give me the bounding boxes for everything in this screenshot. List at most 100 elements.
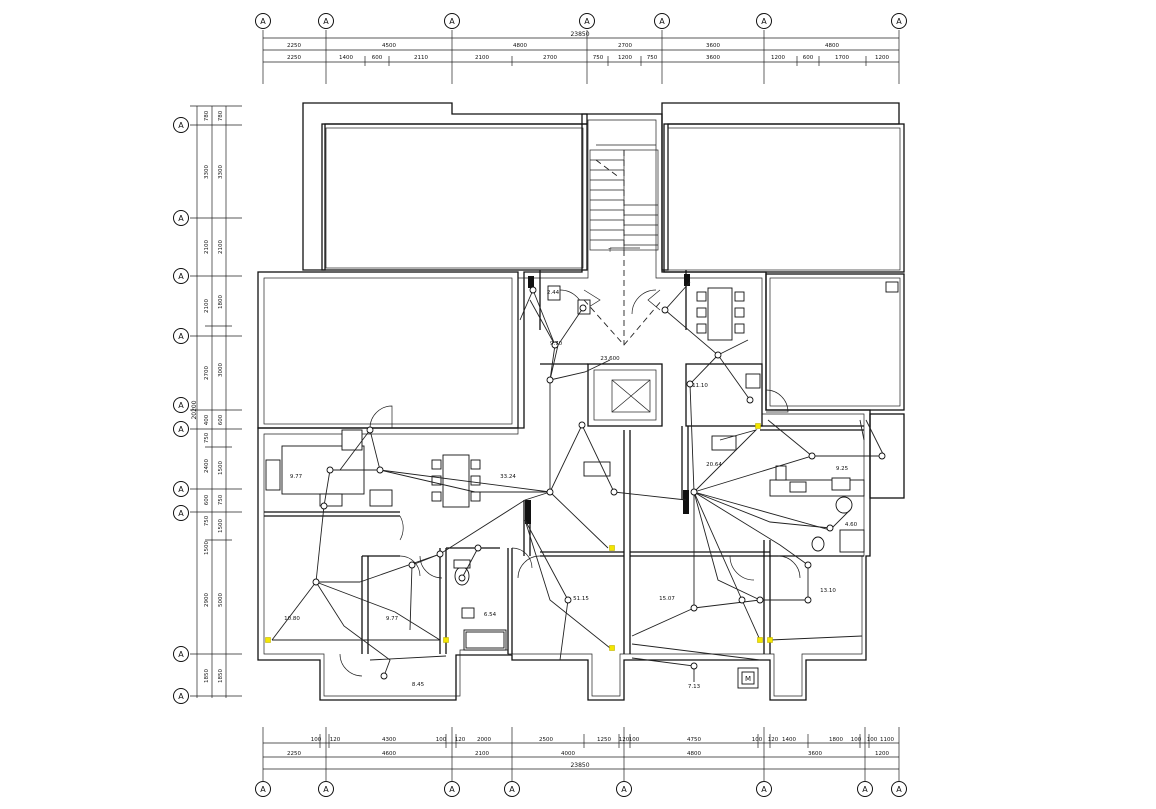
dimension-value: 2100 [204, 299, 210, 313]
light-point [408, 561, 416, 569]
dimension-value: 100 [311, 737, 322, 743]
elevator-label: M [745, 675, 751, 683]
top-total-dimension: 23850 [570, 31, 589, 38]
bottom-axis-bubble: A [255, 781, 271, 797]
room-label-12: 6.54 [484, 612, 497, 618]
dimension-value: 2250 [287, 55, 301, 61]
light-point [320, 502, 328, 510]
left-axis-bubble: A [173, 505, 189, 521]
left-total-dimension: 20200 [191, 400, 198, 419]
light-fixtures [312, 286, 886, 680]
axis-bubble-label: A [178, 401, 184, 410]
dashed-circuits [583, 150, 663, 346]
dimension-value: 2100 [475, 751, 489, 757]
light-point [690, 488, 698, 496]
room-label-17: 7.13 [688, 684, 701, 690]
dimension-value: 120 [619, 737, 630, 743]
axis-bubble-circle [173, 481, 189, 497]
axis-bubble-circle [173, 688, 189, 704]
dimension-value: 1200 [875, 751, 889, 757]
room-label-10: 10.80 [284, 616, 300, 622]
dimension-value: 1100 [880, 737, 894, 743]
socket-point [609, 545, 615, 551]
left-axis-bubble: A [173, 268, 189, 284]
dimension-value: 1250 [597, 737, 611, 743]
top-axis-bubble: A [579, 13, 595, 29]
bottom-axis-bubble: A [504, 781, 520, 797]
dimension-value: 2250 [287, 43, 301, 49]
axis-bubble-label: A [178, 332, 184, 341]
building-walls [257, 102, 905, 701]
light-point [436, 550, 444, 558]
left-dim-outer: 7803300210021002700400750240060075015002… [204, 110, 210, 683]
top-axis-bubble: A [654, 13, 670, 29]
dimension-value: 3600 [808, 751, 822, 757]
dimension-value: 5000 [218, 593, 224, 607]
dimension-value: 1700 [835, 55, 849, 61]
socket-point [443, 637, 449, 643]
dimension-value: 100 [436, 737, 447, 743]
dimension-value: 3600 [706, 43, 720, 49]
light-point [804, 561, 812, 569]
axis-bubble-label: A [178, 121, 184, 130]
axis-bubble-label: A [449, 785, 455, 794]
dimension-value: 2900 [204, 593, 210, 607]
light-point [690, 662, 698, 670]
dimension-value: 780 [204, 110, 210, 121]
light-point [690, 604, 698, 612]
light-point [661, 306, 669, 314]
left-axis-bubble: A [173, 210, 189, 226]
dimension-value: 3600 [706, 55, 720, 61]
top-axis-bubble: A [756, 13, 772, 29]
dimension-value: 4800 [687, 751, 701, 757]
axis-bubble-circle [173, 117, 189, 133]
light-point [610, 488, 618, 496]
light-point [826, 524, 834, 532]
light-point [686, 380, 694, 388]
top-axis-bubble: A [318, 13, 334, 29]
dimension-value: 100 [629, 737, 640, 743]
socket-point [265, 637, 271, 643]
left-axis-bubble: A [173, 481, 189, 497]
socket-point [767, 637, 773, 643]
axis-bubble-label: A [449, 17, 455, 26]
light-point [578, 421, 586, 429]
axis-bubble-label: A [761, 17, 767, 26]
dimension-value: 1200 [618, 55, 632, 61]
bottom-axis-bubble: A [444, 781, 460, 797]
room-label-1: 2.44 [547, 290, 560, 296]
dimension-value: 600 [204, 494, 210, 505]
elevator-shaft [611, 379, 651, 413]
dimension-value: 4500 [382, 43, 396, 49]
light-point [380, 672, 388, 680]
axis-bubble-label: A [178, 214, 184, 223]
dimension-value: 120 [455, 737, 466, 743]
axis-bubble-circle [255, 13, 271, 29]
light-point [529, 286, 537, 294]
dimension-value: 600 [803, 55, 814, 61]
dimension-value: 1850 [218, 669, 224, 683]
dimension-value: 750 [593, 55, 604, 61]
light-point [474, 544, 482, 552]
light-point [808, 452, 816, 460]
top-axis-bubble: A [891, 13, 907, 29]
top-dimension-lines [262, 30, 900, 84]
dimension-value: 2700 [543, 55, 557, 61]
dimension-value: 2000 [477, 737, 491, 743]
top-axis-bubble: A [255, 13, 271, 29]
axis-bubble-label: A [178, 650, 184, 659]
dimension-value: 750 [204, 515, 210, 526]
left-dim-inner: 7803300210018003000600150075015005000185… [218, 110, 224, 683]
room-label-3: 23.600 [600, 356, 620, 362]
bottom-axis-bubble: A [891, 781, 907, 797]
axis-bubble-circle [891, 13, 907, 29]
axis-bubble-label: A [178, 272, 184, 281]
light-point [746, 396, 754, 404]
axis-bubble-circle [579, 13, 595, 29]
axis-bubble-label: A [896, 785, 902, 794]
light-point [738, 596, 746, 604]
dimension-value: 2500 [539, 737, 553, 743]
axis-bubble-label: A [896, 17, 902, 26]
